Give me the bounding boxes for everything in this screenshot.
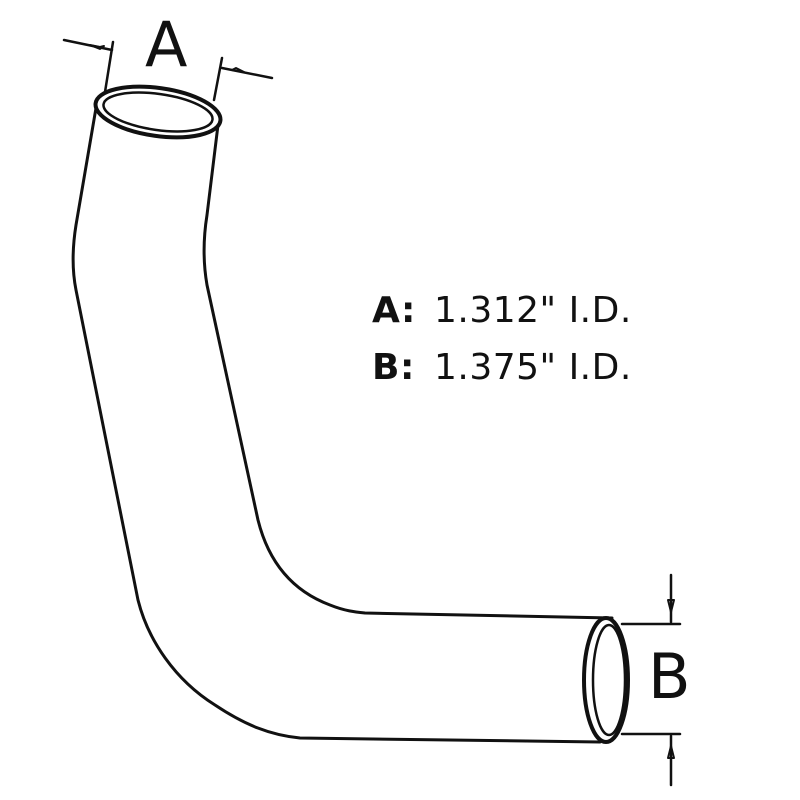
dimension-a-markers [62,38,274,102]
dimension-a-label: A [145,8,188,81]
dimension-b-label: B [648,640,691,713]
top-opening-ring [93,84,223,140]
spec-a-key: A: [372,290,416,331]
spec-line-b: B: 1.375" I.D. [372,350,632,386]
spec-b-key: B: [372,347,415,388]
dimension-b-markers [620,573,682,787]
spec-b-value: 1.375" I.D. [434,347,632,388]
bottom-opening-ring [582,616,630,744]
hose-outline-outer [71,106,602,744]
spec-line-a: A: 1.312" I.D. [372,293,632,329]
hose-outline-inner [202,123,614,620]
spec-a-value: 1.312" I.D. [434,290,632,331]
